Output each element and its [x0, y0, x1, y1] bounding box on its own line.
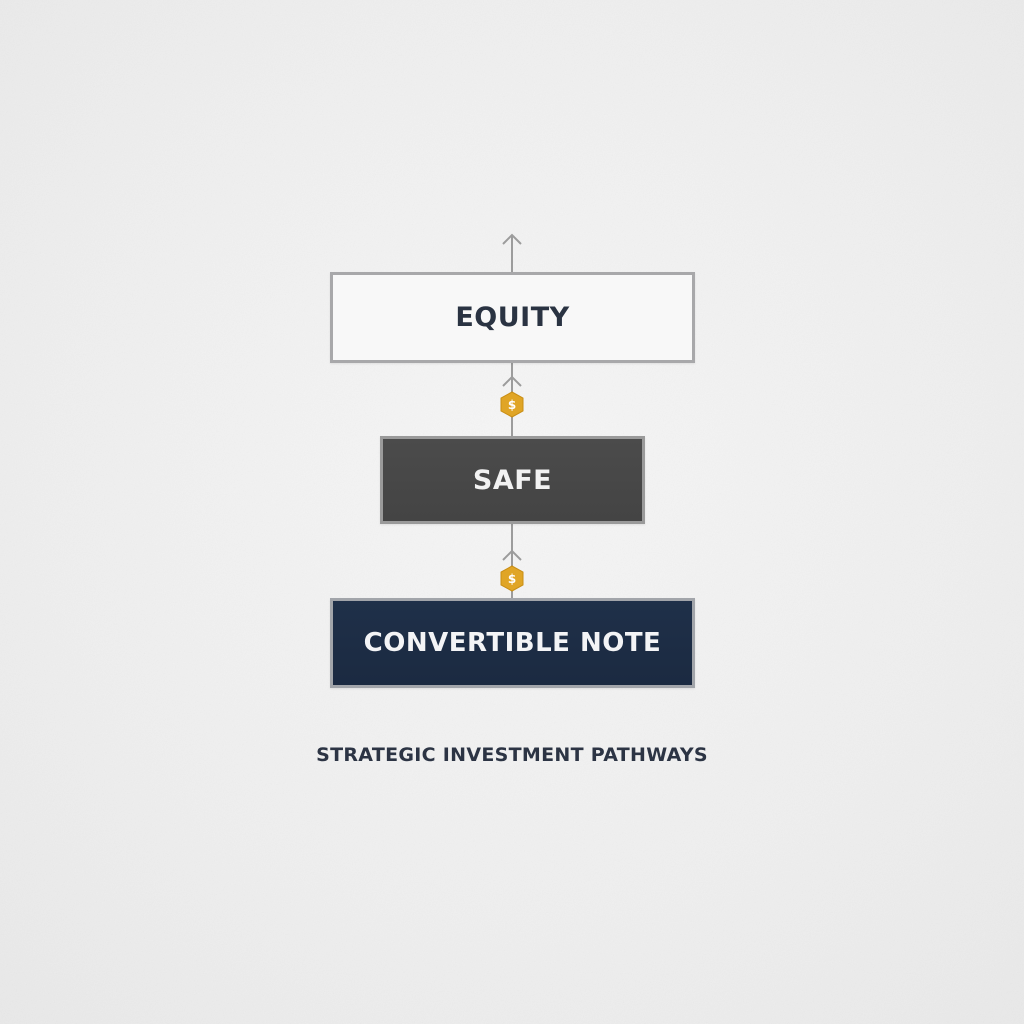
- coin-symbol: $: [508, 572, 516, 586]
- safe-node: SAFE: [380, 436, 645, 524]
- convertible-note-node: CONVERTIBLE NOTE: [330, 598, 695, 688]
- arrow-up-icon: [502, 233, 522, 272]
- dollar-coin-icon: $: [500, 565, 524, 592]
- diagram-caption: STRATEGIC INVESTMENT PATHWAYS: [316, 744, 708, 766]
- safe-label: SAFE: [472, 464, 553, 496]
- dollar-coin-icon: $: [500, 391, 524, 418]
- equity-node: EQUITY: [330, 272, 695, 363]
- coin-symbol: $: [508, 398, 516, 412]
- equity-label: EQUITY: [455, 302, 570, 333]
- convertible-note-label: CONVERTIBLE NOTE: [363, 628, 662, 658]
